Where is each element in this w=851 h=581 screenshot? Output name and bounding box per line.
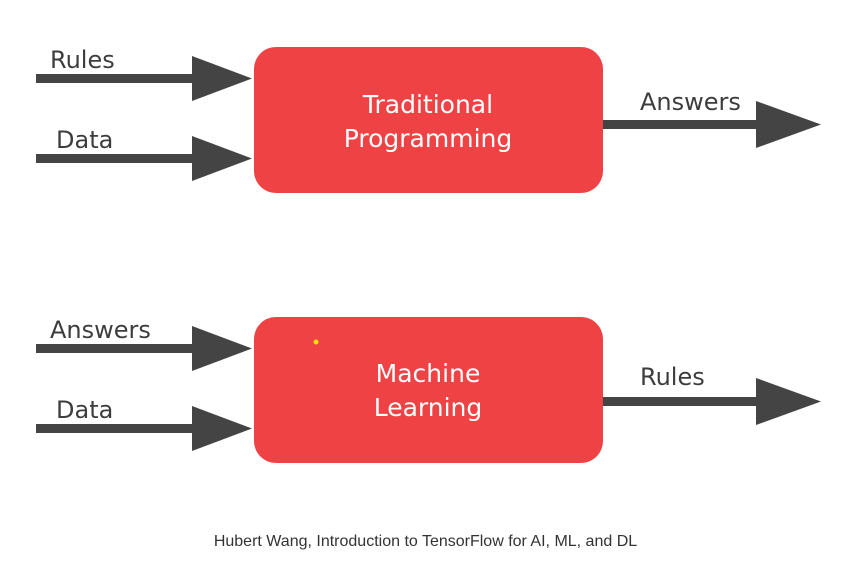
programming-comparison-diagram: Rules Data Traditional Programming Answe…: [36, 46, 821, 463]
input-arrow-data-ml: [36, 406, 252, 451]
output-label-rules: Rules: [640, 363, 705, 391]
input-arrow-rules: [36, 56, 252, 101]
traditional-programming-section: Rules Data Traditional Programming Answe…: [36, 46, 821, 193]
figure-caption: Hubert Wang, Introduction to TensorFlow …: [213, 533, 638, 550]
input-label-data-ml: Data: [56, 396, 113, 424]
input-arrow-data: [36, 136, 252, 181]
cursor-dot: [313, 339, 319, 345]
box-label-line1: Traditional: [362, 90, 493, 119]
output-arrow-answers: [603, 101, 821, 148]
ml-box-label-line2: Learning: [374, 393, 483, 422]
box-label-line2: Programming: [344, 124, 513, 153]
machine-learning-box: [254, 317, 603, 463]
output-arrow-rules: [603, 378, 821, 425]
input-label-answers: Answers: [50, 316, 151, 344]
traditional-programming-box: [254, 47, 603, 193]
ml-box-label-line1: Machine: [376, 359, 481, 388]
output-label-answers: Answers: [640, 88, 741, 116]
input-label-rules: Rules: [50, 46, 115, 74]
input-label-data: Data: [56, 126, 113, 154]
input-arrow-answers: [36, 326, 252, 371]
machine-learning-section: Answers Data Machine Learning Rules: [36, 316, 821, 463]
